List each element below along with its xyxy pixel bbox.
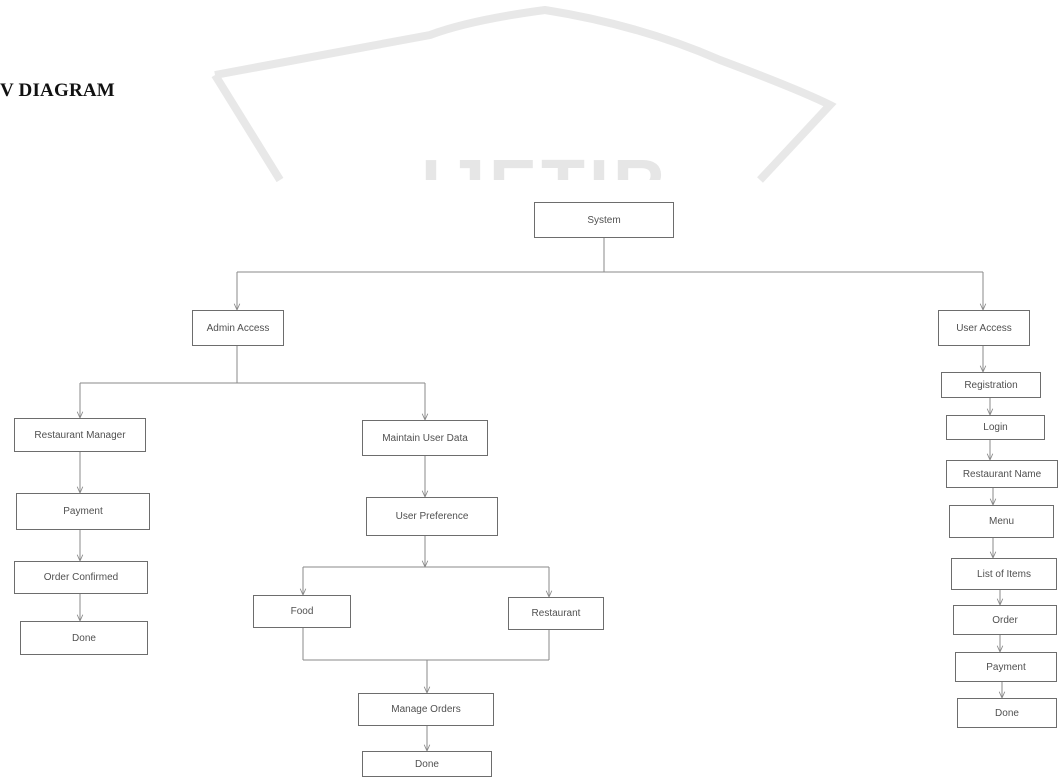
node-payment-admin: Payment xyxy=(16,493,150,530)
node-restaurant-manager: Restaurant Manager xyxy=(14,418,146,452)
watermark-text: IJETIR xyxy=(385,150,705,180)
node-order: Order xyxy=(953,605,1057,635)
node-menu: Menu xyxy=(949,505,1054,538)
node-restaurant: Restaurant xyxy=(508,597,604,630)
node-done-admin: Done xyxy=(20,621,148,655)
node-login: Login xyxy=(946,415,1045,440)
node-maintain-user-data: Maintain User Data xyxy=(362,420,488,456)
node-user-preference: User Preference xyxy=(366,497,498,536)
node-list-of-items: List of Items xyxy=(951,558,1057,590)
node-system: System xyxy=(534,202,674,238)
node-food: Food xyxy=(253,595,351,628)
node-order-confirmed: Order Confirmed xyxy=(14,561,148,594)
node-restaurant-name: Restaurant Name xyxy=(946,460,1058,488)
node-registration: Registration xyxy=(941,372,1041,398)
node-admin-access: Admin Access xyxy=(192,310,284,346)
diagram-heading: V DIAGRAM xyxy=(0,80,115,101)
node-user-access: User Access xyxy=(938,310,1030,346)
node-done-user: Done xyxy=(957,698,1057,728)
node-done-orders: Done xyxy=(362,751,492,777)
node-manage-orders: Manage Orders xyxy=(358,693,494,726)
node-payment-user: Payment xyxy=(955,652,1057,682)
